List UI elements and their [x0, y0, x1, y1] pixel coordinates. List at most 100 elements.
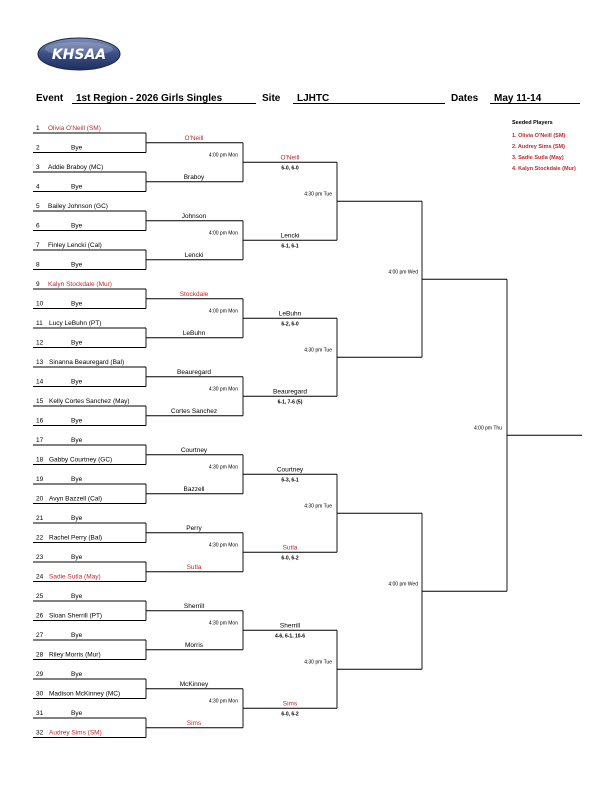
round1-player-name: Riley Morris (Mur) [49, 652, 101, 659]
match-time: 4:00 pm Mon [209, 152, 238, 158]
round2-winner-name: Stockdale [180, 291, 209, 298]
round1-player-name: Bye [71, 301, 83, 308]
draw-position-number: 19 [36, 476, 44, 483]
event-label: Event [36, 93, 64, 104]
round1-player-name: Bye [71, 340, 83, 347]
round2-winner-name: Morris [185, 642, 204, 649]
draw-position-number: 26 [36, 613, 44, 620]
round1-player-name: Olivia O'Neill (SM) [48, 125, 101, 132]
draw-position-number: 28 [36, 652, 44, 659]
draw-position-number: 18 [36, 457, 44, 464]
draw-position-number: 30 [36, 691, 44, 698]
draw-position-number: 16 [36, 418, 44, 425]
round1-player-name: Bye [71, 515, 83, 522]
match-time: 4:30 pm Mon [209, 542, 238, 548]
match-time: 4:30 pm Mon [209, 698, 238, 704]
round1-player-name: Finley Lencki (Cal) [48, 242, 102, 249]
draw-position-number: 20 [36, 496, 44, 503]
round1-player-name: Bye [71, 671, 83, 678]
draw-position-number: 8 [36, 262, 40, 269]
round1-player-name: Bye [71, 554, 83, 561]
round1-player-name: Lucy LeBuhn (PT) [49, 320, 101, 327]
dates-label: Dates [451, 93, 479, 104]
match-score: 6-2, 6-0 [281, 321, 298, 327]
round2-winner-name: Sutla [187, 564, 202, 571]
draw-position-number: 1 [36, 125, 40, 132]
round1-player-name: Bye [71, 476, 83, 483]
match-score: 6-1, 7-6 (5) [278, 399, 303, 405]
round2-winner-name: Sherrill [184, 603, 205, 610]
seeded-player-2: 2. Audrey Sims (SM) [512, 144, 565, 150]
match-score: 6-0, 6-2 [281, 555, 298, 561]
draw-position-number: 11 [36, 320, 43, 327]
site-underline [293, 103, 445, 104]
match-time: 4:30 pm Tue [304, 191, 332, 197]
match-score: 6-3, 6-1 [281, 477, 298, 483]
round2-winner-name: LeBuhn [183, 330, 206, 337]
draw-position-number: 27 [36, 632, 44, 639]
site-label: Site [262, 93, 281, 104]
round2-winner-name: Perry [186, 525, 202, 532]
round2-winner-name: Courtney [181, 447, 208, 454]
draw-position-number: 12 [36, 340, 44, 347]
round1-player-name: Bye [71, 184, 83, 191]
round1-player-name: Bye [71, 262, 83, 269]
draw-position-number: 10 [36, 301, 44, 308]
round1-player-name: Sloan Sherrill (PT) [49, 613, 102, 620]
round1-player-name: Kelly Cortes Sanchez (May) [49, 398, 130, 405]
seeded-players-title: Seeded Players [512, 120, 553, 126]
match-time: 4:00 pm Wed [388, 269, 418, 275]
draw-position-number: 22 [36, 535, 44, 542]
draw-position-number: 6 [36, 223, 40, 230]
round2-winner-name: Johnson [182, 213, 207, 220]
dates-underline [490, 103, 580, 104]
draw-position-number: 31 [36, 710, 44, 717]
round2-winner-name: Bazzell [184, 486, 206, 493]
draw-position-number: 23 [36, 554, 44, 561]
match-time: 4:30 pm Tue [304, 503, 332, 509]
match-time: 4:30 pm Tue [304, 347, 332, 353]
round1-player-name: Gabby Courtney (GC) [49, 457, 112, 464]
round1-player-name: Bailey Johnson (GC) [48, 203, 108, 210]
round1-player-name: Sadie Sutla (May) [49, 574, 101, 581]
seeded-player-1: 1. Olivia O'Neill (SM) [512, 133, 566, 139]
draw-position-number: 15 [36, 398, 44, 405]
match-time: 4:30 pm Mon [209, 386, 238, 392]
match-score: 6-0, 6-0 [281, 165, 298, 171]
draw-position-number: 2 [36, 145, 40, 152]
draw-position-number: 7 [36, 242, 40, 249]
round1-player-name: Bye [71, 223, 83, 230]
match-score: 4-6, 6-1, 10-6 [275, 633, 305, 639]
match-time: 4:00 pm Mon [209, 308, 238, 314]
match-time: 4:30 pm Tue [304, 659, 332, 665]
round1-player-name: Bye [71, 632, 83, 639]
svg-text:KHSAA: KHSAA [52, 47, 106, 63]
draw-position-number: 9 [36, 281, 40, 288]
round3-winner-name: Sherrill [280, 622, 301, 629]
draw-position-number: 14 [36, 379, 44, 386]
round2-winner-name: Braboy [184, 174, 205, 181]
round1-player-name: Sinanna Beauregard (Bal) [49, 359, 124, 366]
match-time: 4:00 pm Mon [209, 230, 238, 236]
round1-player-name: Bye [71, 593, 83, 600]
site-value: LJHTC [297, 93, 330, 104]
draw-position-number: 32 [36, 730, 44, 737]
round1-player-name: Bye [71, 145, 83, 152]
khsaa-logo: KHSAA [36, 35, 122, 73]
round2-winner-name: Beauregard [177, 369, 211, 376]
round2-winner-name: Sims [187, 720, 202, 727]
round2-winner-name: Cortes Sanchez [171, 408, 217, 415]
round1-player-name: Audrey Sims (SM) [49, 730, 102, 737]
round1-player-name: Bye [71, 418, 83, 425]
round1-player-name: Madison McKinney (MC) [49, 691, 120, 698]
event-value: 1st Region - 2026 Girls Singles [76, 93, 223, 104]
draw-position-number: 4 [36, 184, 40, 191]
draw-position-number: 24 [36, 574, 44, 581]
draw-position-number: 21 [36, 515, 44, 522]
round3-winner-name: Lencki [281, 232, 300, 239]
round1-player-name: Rachel Perry (Bal) [49, 535, 102, 542]
draw-position-number: 29 [36, 671, 44, 678]
draw-position-number: 5 [36, 203, 40, 210]
round1-player-name: Bye [71, 437, 83, 444]
